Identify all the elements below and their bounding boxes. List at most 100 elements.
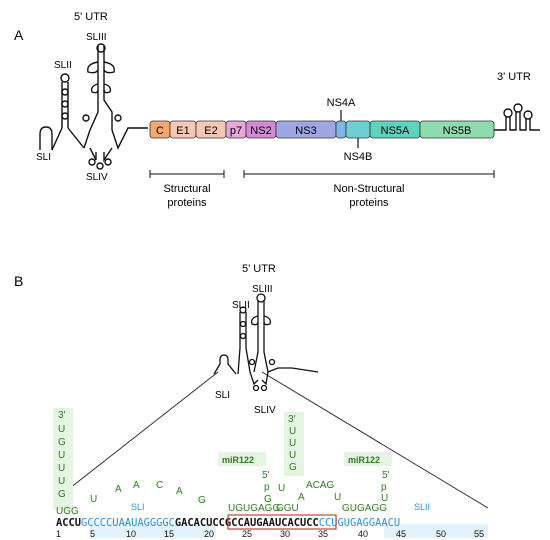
seq-part-3: GAC	[175, 517, 194, 529]
protein-ns5b-label: NS5B	[443, 125, 472, 137]
panel-b-sl1: SLI	[215, 390, 230, 401]
panel-a-3utr-structure	[494, 103, 540, 131]
mirna-left-u: U	[90, 494, 97, 505]
panel-b-sl2: SLII	[232, 300, 250, 311]
panel-b: B 5' UTR SLI SLII SLIII SLIV	[14, 263, 489, 539]
mirna-left-a2: A	[133, 480, 140, 491]
mirna-left-bind: UGUGAGG	[228, 503, 280, 514]
panel-b-5utr-structure	[213, 293, 319, 392]
panel-a-5utr-label: 5' UTR	[74, 11, 108, 23]
mirna-left-tail-bg	[53, 408, 73, 510]
position-number: 10	[126, 529, 136, 539]
mirna-left-tail-nt: U	[58, 424, 65, 435]
sli-sequence-bg	[90, 524, 216, 538]
panel-a-sl3: SLIII	[86, 32, 107, 43]
mirna-center-u2: U	[334, 492, 341, 503]
panel-a-brackets	[149, 170, 495, 178]
structural-label-1: Structural	[163, 183, 210, 195]
mirna-center-stack-nt: U	[289, 438, 296, 449]
protein-ns5a-label: NS5A	[381, 125, 410, 137]
mirna-left-a3: A	[176, 486, 183, 497]
mirna-left-tail-nt: G	[58, 437, 66, 448]
mirna-right-p: p	[381, 482, 387, 493]
mirna-center-ggu: GGU	[276, 503, 299, 514]
sl3-loop	[96, 43, 106, 53]
protein-ns4b-label: NS4B	[344, 151, 373, 163]
seq-part-1: ACCU	[56, 517, 81, 529]
sl3-stem	[89, 46, 113, 131]
mirna-center-p: p	[264, 482, 270, 493]
sequence-slii-label: SLII	[414, 502, 430, 512]
position-number: 45	[396, 529, 406, 539]
panel-b-sl4: SLIV	[254, 405, 276, 416]
mirna-left-c: C	[156, 480, 163, 491]
protein-e1-label: E1	[176, 125, 189, 137]
sl1-stem-loop	[39, 126, 53, 150]
mirna-right-label-bg	[344, 452, 392, 466]
seq-part-5: UCACUCC	[275, 517, 319, 529]
panel-a-sl4: SLIV	[86, 172, 108, 183]
mirna-center-5prime: 5′	[262, 470, 270, 481]
protein-p7-label: p7	[230, 125, 242, 137]
utr-sequence: ACCUGCCCCUAAUAGGGGCGACACUCCGCCAUGAAUCACU…	[56, 517, 400, 529]
mirna-right-label: miR122	[348, 455, 380, 465]
mirna-left-label-bg	[218, 452, 266, 466]
protein-e2-label: E2	[204, 125, 217, 137]
zoom-line-left	[69, 371, 219, 489]
position-number: 50	[436, 529, 446, 539]
panel-b-letter: B	[14, 273, 23, 289]
mirna-center-stack-nt: G	[289, 462, 297, 473]
position-number: 5	[90, 529, 95, 539]
nonstructural-label-1: Non-Structural	[334, 183, 405, 195]
mirna-left-a1: A	[115, 484, 122, 495]
mirna-left-tail-nt: G	[58, 489, 66, 500]
mirna-center-a: A	[298, 492, 305, 503]
protein-ns4a	[335, 120, 347, 139]
zoom-line-right	[261, 371, 489, 509]
nonstructural-label-2: proteins	[349, 197, 389, 209]
mirna-right: miR122 5′ p U GUGAGG	[342, 455, 390, 514]
protein-ns4b	[345, 120, 371, 139]
mirna-center-bg	[284, 412, 304, 476]
mirna-center-g: G	[264, 494, 272, 505]
polyprotein: C E1 E2 p7 NS2 NS3 NS5A NS5B NS4A NS4B	[149, 97, 495, 163]
slii-sequence-bg	[384, 524, 488, 538]
mirna-center-stack-nt: U	[289, 426, 296, 437]
position-number: 15	[164, 529, 174, 539]
panel-a-3utr-label: 3' UTR	[497, 71, 531, 83]
protein-ns2-label: NS2	[250, 125, 271, 137]
mirna-left-tail-nt: U	[58, 463, 65, 474]
mirna-right-u: U	[381, 493, 388, 504]
mirna-highlights	[53, 408, 392, 510]
seq-part-boxed: ACUCCGCCAUGAA	[194, 517, 276, 529]
seq-part-sli: GCCCCUAAUAGGGGC	[81, 517, 175, 529]
seq-part-slii: CCUGUGAGGAACU	[319, 517, 400, 529]
panel-b-sl3: SLIII	[252, 284, 273, 295]
nonstructural-bracket	[243, 170, 495, 178]
panel-a-5utr-structure	[39, 43, 148, 170]
mirna-center-stack-nt: U	[289, 450, 296, 461]
mirna-left-ugg: UGG	[56, 506, 79, 517]
position-number: 55	[474, 529, 484, 539]
mirna-right-bind: GUGAGG	[342, 503, 387, 514]
position-number: 40	[358, 529, 368, 539]
mirna-left-g: G	[198, 495, 206, 506]
mirna-left-tail-nt: U	[58, 450, 65, 461]
mirna-left-label: miR122	[222, 455, 254, 465]
panel-a-sl2: SLII	[54, 60, 72, 71]
structural-bracket	[149, 170, 225, 178]
position-number: 1	[56, 529, 61, 539]
protein-ns4a-label: NS4A	[327, 97, 356, 109]
start-codon-box	[227, 514, 337, 530]
panel-a-sl1: SLI	[36, 152, 51, 163]
sequence-sli-label: SLI	[131, 502, 145, 512]
mirna-left-3prime: 3′	[58, 410, 66, 421]
mirna-center-3prime: 3′	[288, 414, 296, 425]
protein-c-label: C	[156, 125, 164, 137]
position-number: 30	[280, 529, 290, 539]
mirna-center-u: U	[278, 483, 285, 494]
